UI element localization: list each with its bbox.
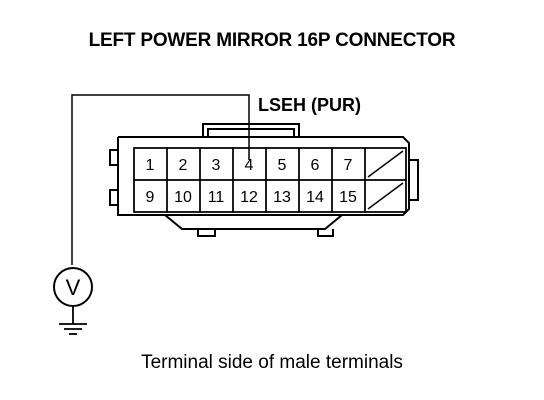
terminal-number: 4 (245, 157, 254, 174)
terminal-number: 6 (311, 157, 320, 174)
diagram-caption: Terminal side of male terminals (141, 352, 403, 373)
terminal-number: 10 (174, 189, 192, 206)
terminal-number: 2 (179, 157, 188, 174)
ground-symbol-icon (59, 306, 87, 335)
terminal-number: 12 (240, 189, 258, 206)
terminal-number: 14 (306, 189, 324, 206)
voltmeter-icon: V (53, 267, 93, 307)
terminal-number: 13 (273, 189, 291, 206)
terminal-number: 11 (208, 189, 225, 206)
terminal-numbers: 1 2 3 4 5 6 7 9 10 11 12 13 14 15 (146, 157, 357, 206)
terminal-number: 9 (146, 189, 155, 206)
terminal-number: 1 (146, 157, 155, 174)
terminal-number: 5 (278, 157, 287, 174)
terminal-cell-empty (364, 179, 407, 213)
terminal-number: 7 (344, 157, 353, 174)
probe-lead (71, 94, 250, 265)
terminal-number: 3 (212, 157, 221, 174)
terminal-number: 15 (339, 189, 357, 206)
terminal-grid (133, 147, 407, 213)
wire-label: LSEH (PUR) (258, 95, 361, 115)
diagram-title: LEFT POWER MIRROR 16P CONNECTOR (88, 30, 456, 51)
voltmeter-symbol: V (66, 275, 81, 300)
